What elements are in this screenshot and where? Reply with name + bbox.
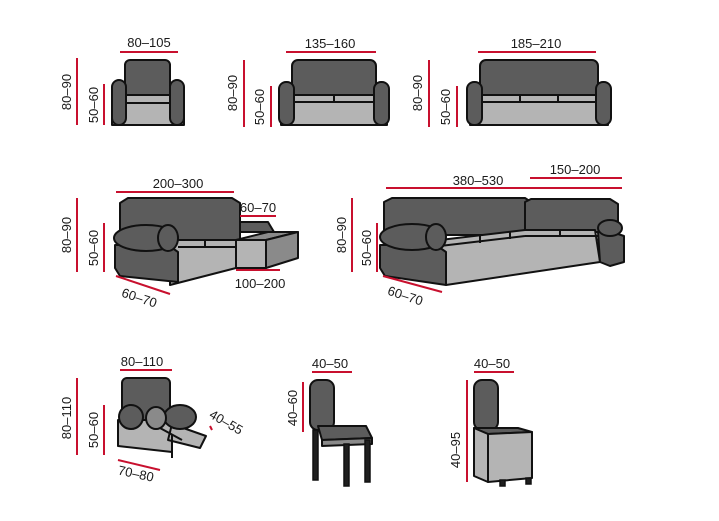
chair-cover-width-label: 40–50 (474, 356, 510, 371)
armchair-dimensions: 80–105 80–90 50–60 (59, 35, 178, 125)
sectional-seat-label: 50–60 (359, 230, 374, 266)
chair-cover-dimensions: 40–50 40–95 (448, 356, 514, 482)
loveseat-figure (278, 59, 390, 126)
corner-sofa-width-label: 200–300 (153, 176, 204, 191)
sectional-figure (379, 197, 625, 286)
armchair-seat-label: 50–60 (86, 87, 101, 123)
sectional-dimensions: 380–530 150–200 80–90 50–60 60–70 (334, 162, 622, 308)
dimension-line (117, 459, 161, 471)
chair-cover-height-label: 40–95 (448, 432, 463, 468)
corner-sofa-figure (113, 197, 299, 286)
loveseat-width-label: 135–160 (305, 36, 356, 51)
dimension-line (115, 275, 171, 295)
recliner-width-label: 80–110 (121, 354, 163, 369)
armchair-width-label: 80–105 (127, 35, 170, 50)
chair-width-label: 40–50 (312, 356, 348, 371)
armchair-figure (111, 59, 185, 126)
recliner-figure (117, 377, 207, 458)
loveseat-seat-label: 50–60 (252, 89, 267, 125)
corner-sofa-chaise-length-label: 100–200 (235, 276, 286, 291)
chair-dimensions: 40–50 40–60 (285, 356, 352, 432)
corner-sofa-seat-label: 50–60 (86, 230, 101, 266)
sectional-depth-label: 60–70 (386, 283, 425, 308)
recliner-depth-label: 70–80 (117, 463, 155, 485)
recliner-height-label: 80–110 (59, 397, 74, 439)
armchair-height-label: 80–90 (59, 74, 74, 110)
chair-cover-figure (473, 379, 533, 487)
sectional-height-label: 80–90 (334, 217, 349, 253)
sofa-dimensions: 185–210 80–90 50–60 (410, 36, 596, 127)
recliner-footrest-label: 40–55 (207, 407, 246, 438)
chair-figure (309, 379, 373, 487)
sofa-seat-label: 50–60 (438, 89, 453, 125)
dimension-line (382, 275, 443, 293)
sectional-side-width-label: 150–200 (550, 162, 601, 177)
sectional-total-width-label: 380–530 (453, 173, 504, 188)
sofa-width-label: 185–210 (511, 36, 562, 51)
corner-sofa-height-label: 80–90 (59, 217, 74, 253)
chair-height-label: 40–60 (285, 390, 300, 426)
sofa-height-label: 80–90 (410, 75, 425, 111)
dimension-line (209, 425, 213, 431)
loveseat-dimensions: 135–160 80–90 50–60 (225, 36, 376, 127)
corner-sofa-chaise-width-label: 60–70 (240, 200, 276, 215)
recliner-seat-label: 50–60 (86, 412, 101, 448)
loveseat-height-label: 80–90 (225, 75, 240, 111)
sofa-figure (466, 59, 612, 126)
